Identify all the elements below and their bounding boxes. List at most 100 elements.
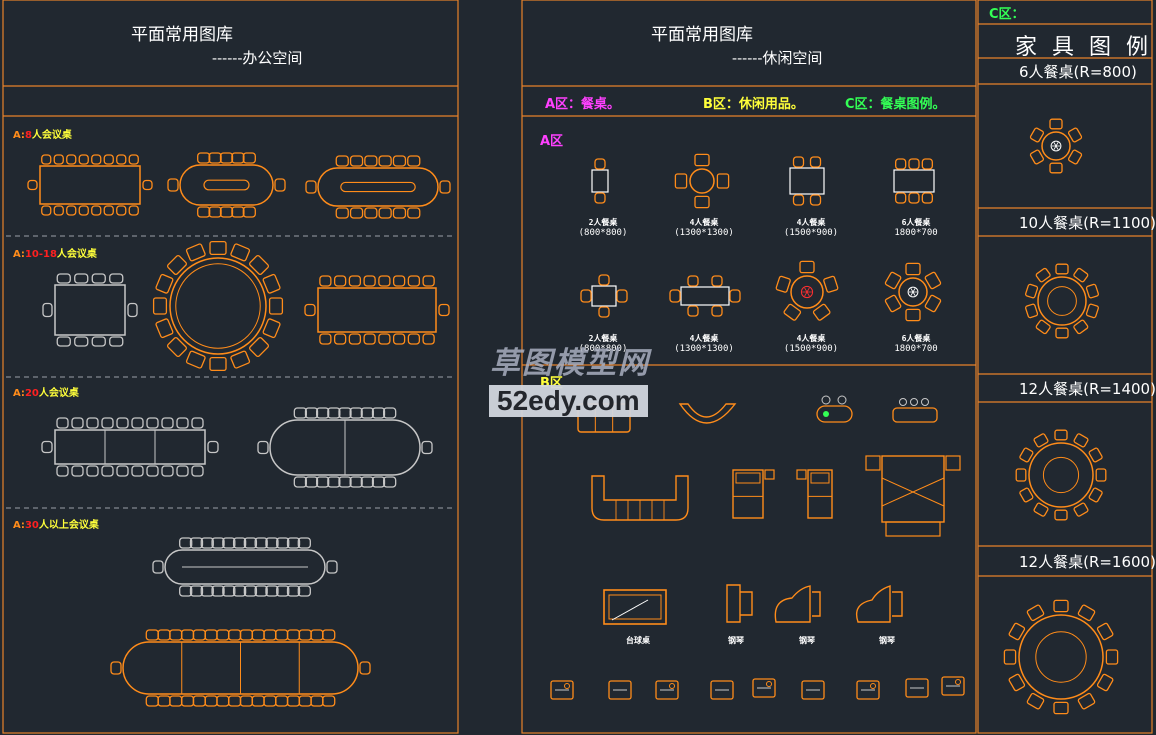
conference-table-oval-1 [167, 152, 286, 218]
chair [41, 154, 52, 165]
table-inner [1042, 456, 1080, 494]
hub-spoke [910, 291, 914, 296]
table-inner [340, 181, 416, 193]
chair [211, 537, 225, 549]
chair [298, 629, 312, 641]
row-label-prefix: A: [13, 130, 25, 141]
small-item-3 [655, 680, 679, 700]
lazy-susan [1050, 140, 1062, 152]
chair [333, 275, 347, 287]
chair [262, 273, 281, 294]
hub-spoke [1055, 142, 1059, 147]
chair [1003, 649, 1017, 665]
chair [304, 303, 316, 317]
chair [176, 465, 189, 477]
chair [101, 465, 114, 477]
zone-a-label: A区 [540, 134, 564, 149]
chair [242, 152, 256, 164]
hub-spoke [912, 288, 916, 293]
pillow [735, 472, 761, 484]
chair [921, 158, 933, 170]
chair [200, 537, 214, 549]
double-bed [865, 455, 961, 537]
chair [231, 206, 245, 218]
chair [86, 465, 99, 477]
chair [809, 156, 822, 168]
middle-title: 平面常用图库 [651, 25, 753, 45]
chair [687, 275, 699, 287]
chair [192, 629, 206, 641]
curved-sofa [678, 403, 737, 424]
chair [1096, 673, 1114, 692]
table-caption: 4人餐桌(1500*900) [776, 217, 846, 239]
chair [1096, 622, 1114, 641]
single-bed-2 [807, 469, 833, 519]
chair [1035, 319, 1051, 335]
table-caption-name: 4人餐桌 [796, 334, 826, 343]
chair [422, 333, 435, 345]
hub-spoke [1053, 145, 1057, 150]
chair [371, 476, 386, 488]
chair [42, 302, 53, 318]
row-label-suffix: 人会议桌 [38, 388, 79, 399]
single-bed-1 [732, 469, 764, 519]
chair [204, 629, 218, 641]
chair [304, 476, 319, 488]
item-knob [955, 679, 961, 685]
chair [263, 629, 277, 641]
chair [222, 585, 236, 597]
chair [152, 560, 164, 574]
chair [694, 195, 710, 209]
chair [242, 206, 256, 218]
legend-zone-b: B区：休闲用品。 [703, 97, 804, 112]
item-outline [608, 680, 632, 700]
chair [56, 273, 71, 284]
table-caption-size: 1800*700 [894, 344, 938, 354]
chair [131, 465, 144, 477]
chair [128, 205, 139, 216]
dining-table-6-a [893, 158, 935, 204]
chair [116, 465, 129, 477]
chair [1067, 149, 1083, 165]
chair [908, 192, 920, 204]
row-label-num: 30 [24, 520, 39, 531]
chair [1035, 267, 1051, 283]
chair [243, 537, 258, 549]
item-knob [669, 683, 675, 689]
chair [27, 179, 38, 191]
chair [1049, 162, 1063, 174]
conference-table-oval-2 [305, 155, 451, 219]
table-top [591, 285, 617, 307]
row-label-1: A:8人会议桌 [13, 126, 72, 141]
chair [1054, 509, 1068, 521]
dining-table-2-b [580, 274, 628, 318]
row-label-prefix: A: [13, 520, 25, 531]
chair [169, 695, 183, 707]
table-inner [1047, 286, 1077, 316]
legend-item-label: 10人餐桌(R=1100) [1019, 214, 1156, 232]
chair [239, 695, 254, 707]
chair [286, 629, 301, 641]
lazy-susan [907, 286, 919, 298]
row-label-suffix: 人会议桌 [31, 130, 72, 141]
table-caption-name: 6人餐桌 [901, 218, 931, 227]
chair [322, 629, 336, 641]
chair [286, 537, 301, 549]
chair [232, 585, 247, 597]
chair [145, 695, 159, 707]
stool [837, 395, 847, 405]
chair [316, 407, 330, 419]
chair [1085, 283, 1099, 299]
item-outline [856, 680, 880, 700]
table-inner [1035, 631, 1087, 683]
table-caption-name: 2人餐桌 [588, 334, 618, 343]
chair [371, 407, 386, 419]
legend-item-label: 6人餐桌(R=800) [1019, 63, 1137, 81]
chair [293, 407, 307, 419]
table-top [164, 549, 326, 585]
bed-frame [881, 455, 945, 523]
chair [378, 275, 391, 287]
chair [1073, 267, 1089, 283]
chair [276, 585, 290, 597]
chair [378, 155, 392, 167]
